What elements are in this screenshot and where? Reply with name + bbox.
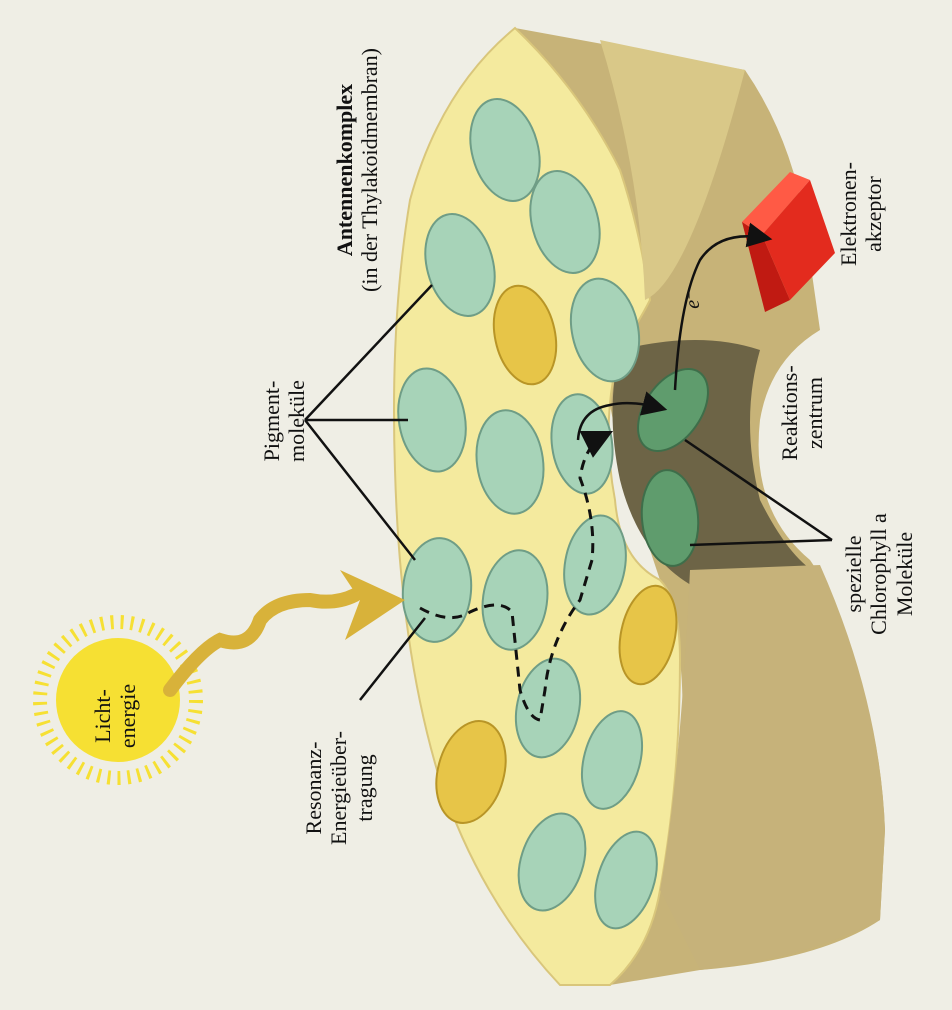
electron-label: e⁻ xyxy=(682,284,708,314)
special-chlorophyll-label: spezielle Chlorophyll a Moleküle xyxy=(841,499,925,649)
antenna-complex-label: Antennenkomplex (in der Thylakoidmembran… xyxy=(332,30,388,310)
light-arrowhead xyxy=(340,570,405,640)
electron-acceptor-label: Elektronen- akzeptor xyxy=(836,152,892,276)
resonance-transfer-label: Resonanz- Energieüber- tragung xyxy=(301,713,385,863)
light-energy-label: Licht- energie xyxy=(90,666,146,766)
light-arrow xyxy=(170,595,355,690)
reaction-center-label: Reaktions- zentrum xyxy=(777,358,833,468)
pigment-molecules-label: Pigment- moleküle xyxy=(259,366,315,476)
